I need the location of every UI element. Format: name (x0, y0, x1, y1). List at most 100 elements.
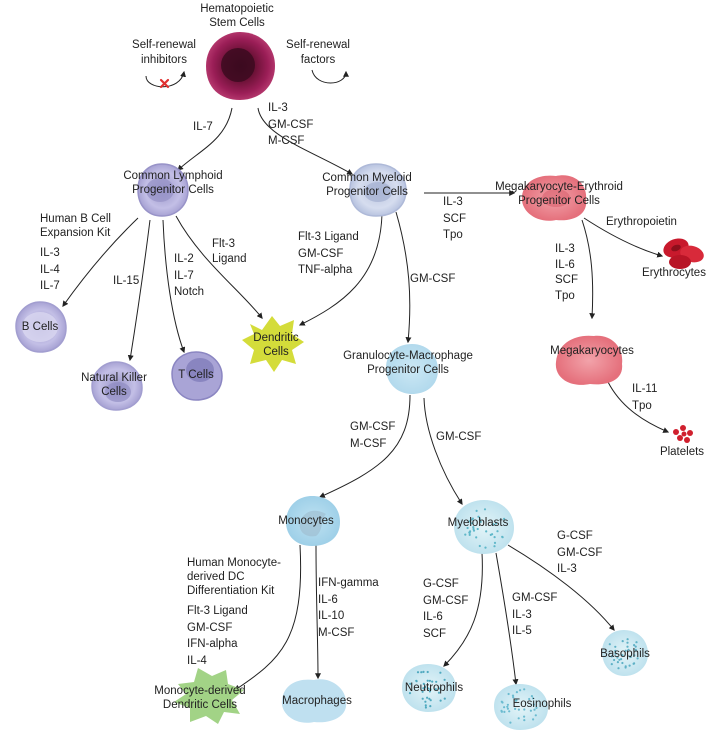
granule-dot (424, 685, 427, 689)
granule-dot (618, 658, 621, 661)
granule-dot (478, 544, 481, 548)
granule-dot (469, 530, 472, 533)
factors-loop (311, 69, 349, 84)
granule-dot (483, 508, 487, 511)
granule-dot (523, 719, 526, 722)
granule-dot (429, 705, 432, 708)
granule-dot (443, 678, 446, 681)
arrow-hsc-to-cmp (257, 107, 354, 175)
granule-dot (435, 680, 438, 683)
dc-kit-label: Human Monocyte- derived DC Differentiati… (187, 557, 281, 597)
arrow-mono-to-mac (314, 544, 321, 680)
granule-dot (621, 640, 624, 643)
granule-dot (503, 710, 506, 714)
self-renewal-inhibitors-label: Self-renewal inhibitors (132, 39, 196, 66)
factor-hsc-to-clp: IL-7 (193, 121, 213, 133)
granule-dot (506, 705, 509, 708)
granule-dot (634, 645, 637, 648)
granule-dot (535, 706, 538, 710)
granule-dot (422, 682, 425, 686)
granule-dot (632, 662, 635, 665)
erythrocytes-cell (663, 238, 704, 269)
granule-dot (428, 679, 431, 682)
granule-dot (532, 718, 535, 721)
granule-dot (635, 641, 638, 644)
granule-dot (515, 691, 519, 694)
granule-dot (500, 709, 503, 713)
granule-dot (438, 687, 442, 690)
granule-dot (621, 661, 624, 665)
factor-mk-to-plt: IL-11 Tpo (632, 383, 658, 412)
dendritic-label: Dendritic Cells (253, 332, 299, 358)
factor-mono-to-mac: IFN-gamma IL-6 IL-10 M-CSF (318, 577, 379, 639)
granule-dot (509, 721, 512, 724)
granule-dot (614, 645, 617, 648)
factor-mep-to-ery: Erythropoietin (606, 216, 677, 228)
granule-dot (511, 694, 515, 697)
granule-dot (493, 545, 496, 548)
granule-dot (471, 517, 474, 520)
nk-cells-label: Natural Killer Cells (81, 372, 147, 398)
granule-dot (485, 530, 488, 533)
factor-gmp-to-myelo: GM-CSF (436, 431, 482, 443)
granule-dot (428, 690, 431, 693)
arrow-clp-to-nk (127, 219, 151, 362)
arrow-clp-to-t (162, 219, 186, 354)
granule-dot (506, 703, 509, 706)
granule-dot (620, 658, 623, 661)
granule-dot (624, 665, 627, 668)
granule-dot (508, 710, 511, 713)
granule-dot (472, 527, 475, 531)
granule-dot (616, 661, 620, 664)
granule-dot (429, 699, 432, 702)
granule-dot (443, 697, 446, 700)
granule-dot (421, 690, 424, 693)
clp-label: Common Lymphoid Progenitor Cells (123, 170, 223, 196)
granule-dot (422, 687, 425, 690)
granule-dot (468, 520, 471, 523)
arrow-myelo-to-neut (443, 552, 483, 667)
granule-dot (472, 526, 475, 529)
granule-dot (517, 717, 520, 720)
granule-dot (434, 688, 437, 691)
mo-dc-label: Monocyte-derived Dendritic Cells (154, 685, 246, 711)
granule-dot (500, 700, 503, 703)
monocytes-label: Monocytes (278, 515, 334, 527)
factor-myelo-to-baso: G-CSF GM-CSF IL-3 (557, 530, 603, 575)
granule-dot (610, 655, 613, 658)
nk-cell (91, 361, 143, 411)
granule-dot (616, 656, 619, 659)
granule-dot (519, 689, 522, 692)
platelets-label: Platelets (659, 446, 705, 458)
granule-dot (415, 679, 418, 682)
t-cells-label: T Cells (178, 369, 214, 381)
granule-dot (476, 527, 479, 531)
granule-dot (426, 696, 429, 699)
arrow-gmp-to-myelo (423, 397, 463, 506)
megakaryocytes-label: Megakaryocytes (550, 345, 634, 357)
gmp-label: Granulocyte-Macrophage Progenitor Cells (343, 350, 473, 376)
granule-dot (479, 520, 482, 524)
granule-dot (620, 653, 623, 657)
factor-clp-to-dc: Flt-3 Ligand (212, 238, 247, 265)
arrow-gmp-to-mono (318, 394, 411, 498)
erythrocytes-label: Erythrocytes (642, 267, 706, 279)
granule-dot (512, 696, 515, 699)
arrow-clp-to-dc (175, 215, 263, 319)
granule-dot (523, 715, 526, 718)
granule-dot (426, 670, 429, 674)
gmp-cell (386, 344, 438, 394)
arrow-hsc-to-clp (177, 107, 233, 171)
arrow-cmp-to-gmp (395, 211, 412, 344)
granules (408, 508, 639, 724)
granule-dot (439, 699, 442, 702)
granule-dot (424, 700, 427, 703)
factor-cmp-to-mep: IL-3 SCF Tpo (443, 196, 466, 241)
granule-dot (484, 546, 487, 549)
self-renewal-factors-label: Self-renewal factors (286, 39, 350, 66)
granule-dot (534, 714, 537, 717)
arrow-myelo-to-baso (507, 544, 615, 631)
granule-dot (429, 688, 432, 691)
granule-dot (422, 670, 425, 674)
granule-dot (627, 648, 630, 651)
